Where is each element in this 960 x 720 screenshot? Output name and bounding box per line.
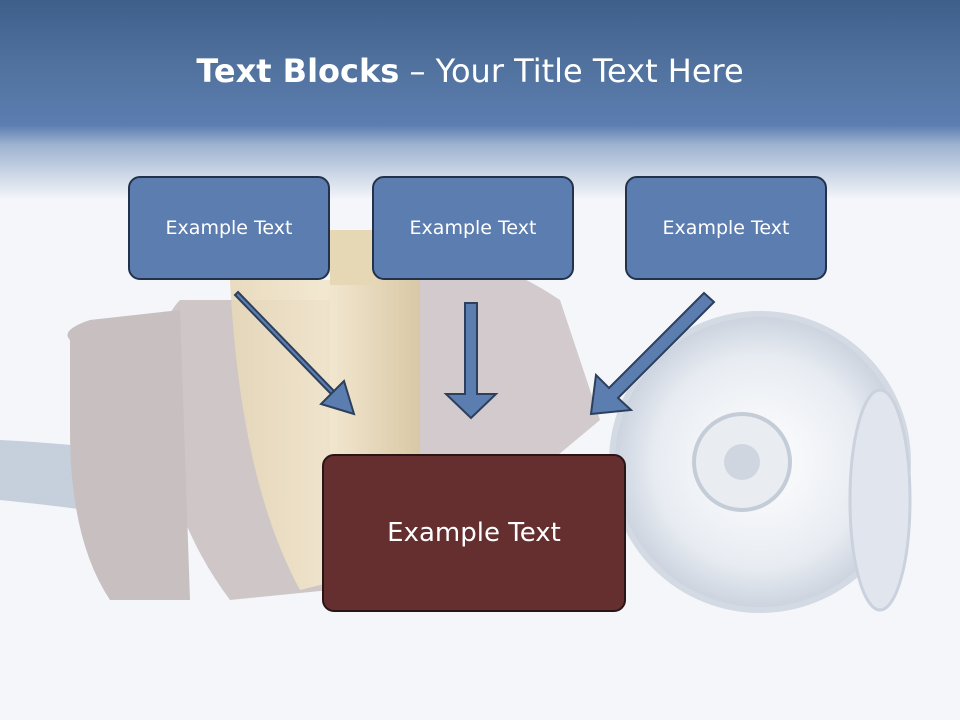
header-band (0, 0, 960, 200)
arrow-left-icon (233, 290, 356, 416)
arrow-down-icon (443, 302, 499, 420)
text-block-3-label: Example Text (662, 217, 790, 239)
text-block-main-label: Example Text (387, 518, 561, 548)
title-dash: – (409, 52, 426, 90)
text-block-1[interactable]: Example Text (128, 176, 330, 280)
text-block-3[interactable]: Example Text (625, 176, 827, 280)
text-block-2[interactable]: Example Text (372, 176, 574, 280)
title-bold: Text Blocks (196, 52, 400, 90)
text-block-1-label: Example Text (165, 217, 293, 239)
text-block-2-label: Example Text (409, 217, 537, 239)
arrow-right-icon (589, 291, 716, 416)
title-rest: Your Title Text Here (435, 52, 744, 90)
slide-title: Text Blocks – Your Title Text Here (0, 52, 940, 90)
text-block-main[interactable]: Example Text (322, 454, 626, 612)
